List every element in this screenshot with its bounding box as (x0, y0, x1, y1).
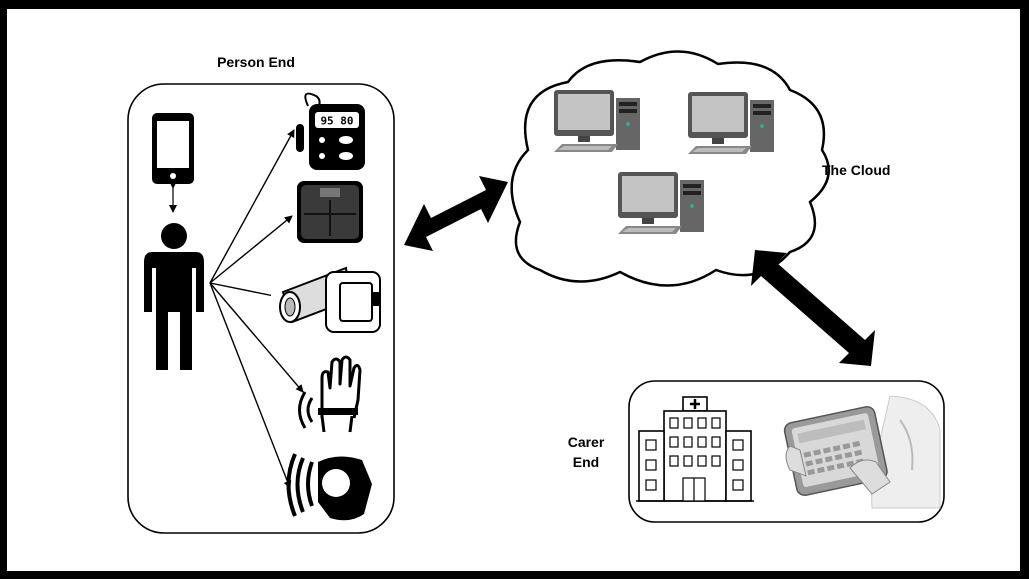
blood-pressure-cuff-icon (271, 259, 389, 341)
cloud-carer-arrow (751, 250, 875, 366)
hospital-windows (645, 417, 744, 502)
person-icon (144, 223, 204, 370)
person-end-label: Person End (217, 54, 295, 70)
smart-scale-icon (297, 181, 363, 243)
cloud-shape (510, 50, 830, 287)
tablet-hands-icon (783, 395, 941, 509)
wrist-sensor-icon (298, 355, 362, 433)
person-device-links (209, 129, 304, 489)
smartwatch-icon (286, 453, 372, 521)
person-cloud-arrow (404, 176, 508, 251)
glucose-meter-icon: 95 80 (296, 92, 365, 170)
carer-end-label-line1: Carer (568, 434, 605, 450)
smartphone-icon (152, 113, 194, 184)
the-cloud-label: The Cloud (822, 162, 890, 178)
bp-display-text: 95 80 (320, 115, 353, 128)
carer-end-label-line2: End (573, 454, 599, 470)
